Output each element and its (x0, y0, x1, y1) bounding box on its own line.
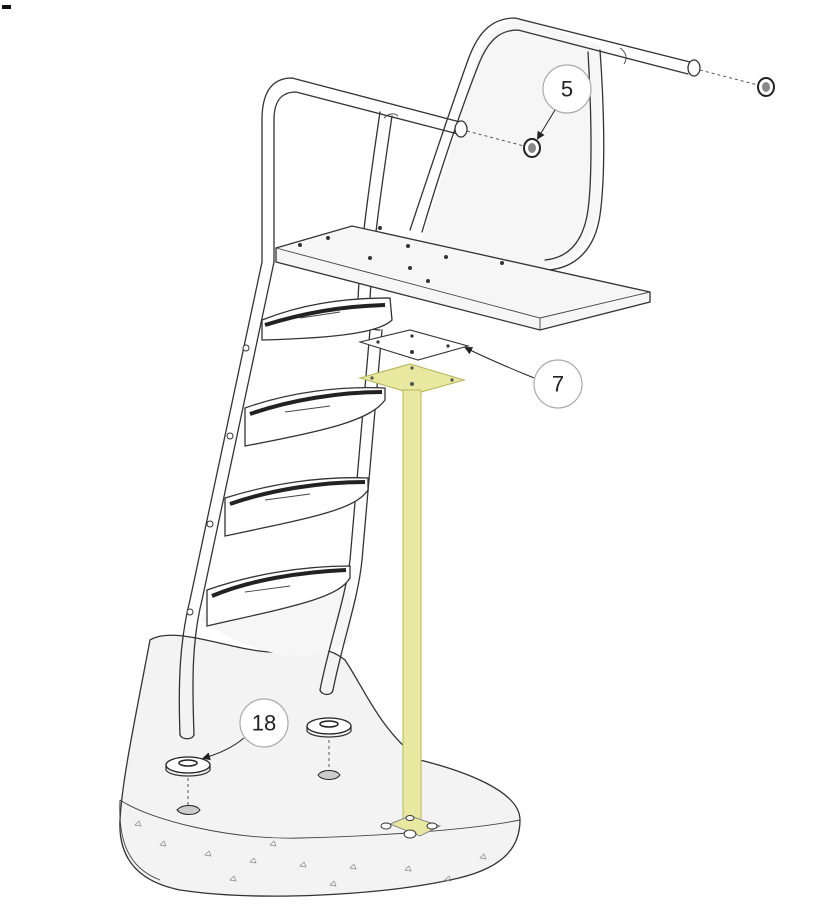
front-handrail (261, 77, 468, 331)
callout-7-label: 7 (552, 372, 564, 397)
rear-handrail (409, 17, 701, 271)
base-washers (165, 717, 352, 815)
step-1 (261, 297, 393, 341)
callout-18-label: 18 (252, 711, 276, 736)
platform-deck (275, 225, 651, 331)
callout-5: 5 (536, 64, 592, 140)
support-post-highlighted (358, 363, 466, 839)
ladder-stringers (178, 261, 383, 740)
step-3 (224, 477, 369, 537)
callout-7: 7 (464, 347, 583, 409)
ladder-steps (206, 297, 393, 627)
corner-mark (2, 5, 11, 9)
step-4 (206, 565, 351, 627)
step-2 (244, 387, 386, 447)
mounting-plate (357, 329, 471, 361)
callout-18: 18 (202, 698, 289, 761)
callout-5-label: 5 (561, 77, 573, 102)
end-cap-parts (466, 69, 775, 158)
